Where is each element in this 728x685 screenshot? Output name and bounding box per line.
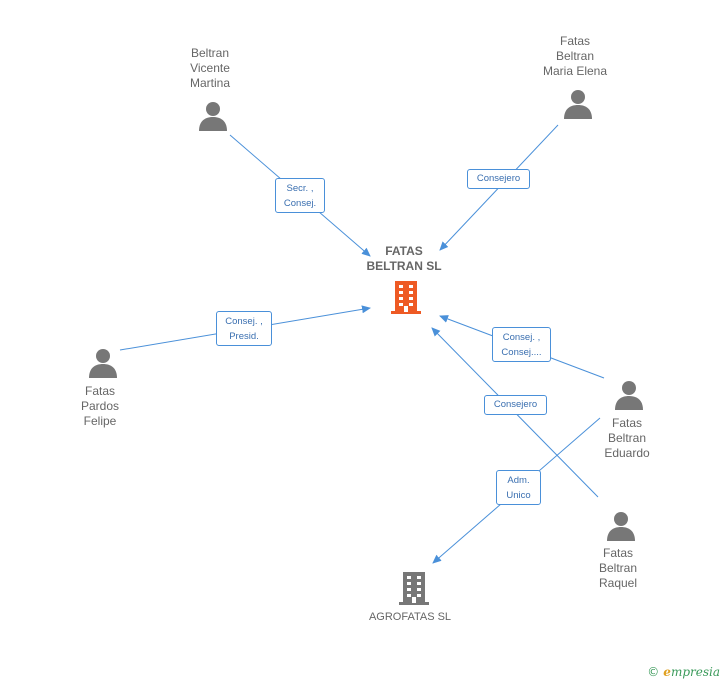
brand-logo-text: mpresia [670,665,720,679]
person-icon[interactable] [614,379,644,411]
brand-logo-initial: e [663,665,671,679]
agrofatas-company-label[interactable]: AGROFATAS SL [368,611,452,623]
brand-footer: ©empresia [647,665,720,679]
person-label-fatas-pardos-felipe[interactable]: Fatas Pardos Felipe [80,384,120,428]
person-icon[interactable] [563,88,593,120]
relation-box-secr-consej[interactable]: Secr. , Consej. [275,178,325,213]
main-company-label[interactable]: FATAS BELTRAN SL [366,244,442,273]
relation-box-consej-consej[interactable]: Consej. , Consej.... [492,327,551,362]
copyright-symbol: © [647,665,660,679]
relation-box-consejero-raquel[interactable]: Consejero [484,395,547,415]
person-label-fatas-beltran-eduardo[interactable]: Fatas Beltran Eduardo [604,416,650,460]
person-icon[interactable] [606,510,636,542]
relation-box-consej-presid[interactable]: Consej. , Presid. [216,311,272,346]
person-label-fatas-beltran-maria-elena[interactable]: Fatas Beltran Maria Elena [542,34,608,78]
building-icon-agrofatas[interactable] [398,571,430,605]
relation-box-consejero-maria-elena[interactable]: Consejero [467,169,530,189]
building-icon-main[interactable] [390,280,422,314]
relation-box-adm-unico[interactable]: Adm. Unico [496,470,541,505]
person-label-fatas-beltran-raquel[interactable]: Fatas Beltran Raquel [598,546,638,590]
person-icon[interactable] [88,347,118,379]
person-label-beltran-vicente-martina[interactable]: Beltran Vicente Martina [189,46,230,90]
person-icon[interactable] [198,100,228,132]
